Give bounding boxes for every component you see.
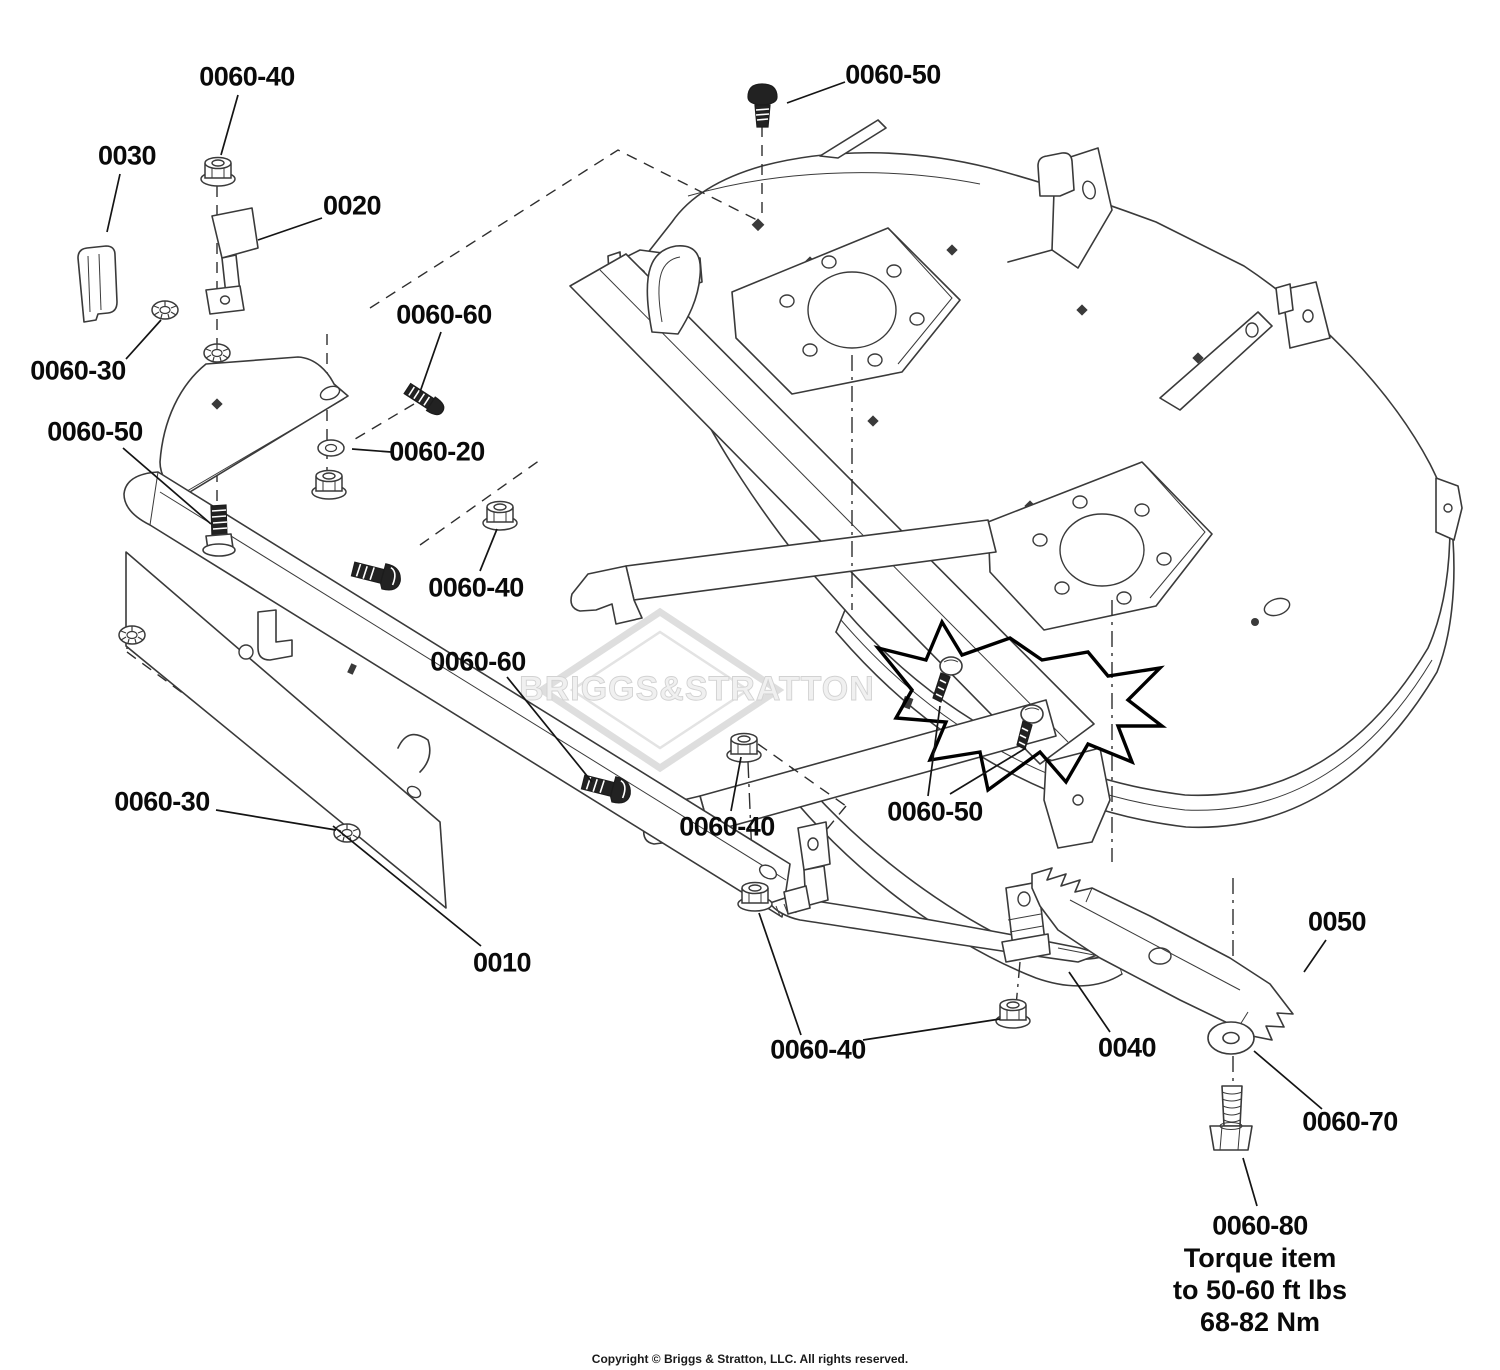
part-label-0060-20: 0060-20 <box>389 436 485 467</box>
leader-line <box>730 756 742 812</box>
leader-lines <box>106 81 1327 1207</box>
part-label-0060-50: 0060-50 <box>47 416 143 447</box>
gator-blade-0050 <box>1031 867 1294 1041</box>
blade-adapter <box>1001 881 1051 963</box>
right-hanger-bracket <box>1275 281 1331 349</box>
leader-line <box>862 1018 1001 1041</box>
leader-line <box>419 331 442 393</box>
part-label-0060-30: 0060-30 <box>30 355 126 386</box>
leader-line <box>351 448 392 453</box>
highlight-star-outline <box>873 618 1168 793</box>
part-label-0060-80: 0060-80 <box>1212 1210 1308 1241</box>
leader-line <box>220 94 239 156</box>
rear-hanger-bracket <box>1007 147 1113 269</box>
clip-0030 <box>77 245 118 323</box>
right-fin-bracket <box>1159 311 1273 411</box>
part-label-0060-30: 0060-30 <box>114 786 210 817</box>
leader-line <box>1253 1050 1323 1110</box>
part-label-0010: 0010 <box>472 947 532 978</box>
leader-line <box>506 676 593 783</box>
belt-cover-plate <box>159 356 349 499</box>
leader-line <box>106 173 121 233</box>
carriage-bolt <box>403 382 445 416</box>
hex-bolt <box>350 561 401 591</box>
torque-note-line: to 50-60 ft lbs <box>1172 1275 1348 1305</box>
right-edge-tab <box>1435 477 1463 541</box>
front-strap-upper <box>570 519 997 625</box>
leader-line <box>1303 939 1327 973</box>
leader-line <box>786 81 846 104</box>
part-label-0050: 0050 <box>1307 906 1367 937</box>
hex-bolt <box>580 774 631 804</box>
part-label-0060-40: 0060-40 <box>770 1034 866 1065</box>
flange-nut-icon <box>726 732 762 763</box>
support-bracket <box>783 821 831 915</box>
leader-line <box>758 912 802 1036</box>
part-label-0020: 0020 <box>322 190 382 221</box>
bracket-0020 <box>205 207 259 315</box>
part-label-0060-40: 0060-40 <box>679 811 775 842</box>
left-spindle-plate <box>731 227 961 395</box>
leader-line <box>122 447 212 525</box>
torque-note-line: Torque item <box>1183 1243 1337 1273</box>
deck-fin-bracket <box>819 119 887 159</box>
leader-line <box>949 747 1027 795</box>
leader-line <box>215 809 337 831</box>
leader-line <box>1068 971 1111 1033</box>
right-spindle-plate <box>987 461 1213 631</box>
hardware <box>118 83 1255 1151</box>
leader-line <box>1242 1157 1258 1207</box>
torque-note: Torque item to 50-60 ft lbs 68-82 Nm <box>1173 1242 1347 1338</box>
part-label-0060-70: 0060-70 <box>1302 1106 1398 1137</box>
part-label-0060-40: 0060-40 <box>199 61 295 92</box>
hex-screw <box>202 504 236 557</box>
flange-nut-icon <box>737 881 773 912</box>
side-baffle-0010 <box>125 551 447 909</box>
flange-nut-icon <box>200 156 236 187</box>
briggs-stratton-watermark: BRIGGS&STRATTON <box>519 607 875 773</box>
watermark-text: BRIGGS&STRATTON <box>519 670 875 708</box>
leader-line <box>927 705 941 797</box>
leader-line <box>479 528 498 572</box>
part-label-0060-40: 0060-40 <box>428 572 524 603</box>
leader-line <box>257 217 323 241</box>
part-label-0060-50: 0060-50 <box>887 796 983 827</box>
blade-washer <box>1207 1021 1255 1055</box>
flat-washer-icon <box>317 439 345 457</box>
part-label-0040: 0040 <box>1097 1032 1157 1063</box>
flange-nut-icon <box>995 998 1031 1029</box>
part-label-0060-60: 0060-60 <box>430 646 526 677</box>
copyright-text: Copyright © Briggs & Stratton, LLC. All … <box>591 1352 909 1366</box>
torque-note-line: 68-82 Nm <box>1199 1307 1321 1337</box>
flange-nut-icon <box>482 500 518 531</box>
flange-nut-icon <box>311 469 347 500</box>
hanger-channel <box>569 245 1095 765</box>
lock-washer-icon <box>333 823 361 843</box>
part-label-0060-50: 0060-50 <box>845 59 941 90</box>
deck-holes <box>751 218 1291 710</box>
deck-rail <box>123 471 791 918</box>
blade-bolt <box>1209 1085 1253 1151</box>
part-label-0060-60: 0060-60 <box>396 299 492 330</box>
leader-line <box>125 319 162 360</box>
leader-line <box>332 825 482 947</box>
part-label-0030: 0030 <box>97 140 157 171</box>
pan-head-screw <box>932 656 963 703</box>
lock-washer-icon <box>151 300 179 320</box>
lock-washer-icon <box>118 625 146 645</box>
carriage-bolt <box>747 83 778 128</box>
lock-washer-icon <box>203 343 231 363</box>
